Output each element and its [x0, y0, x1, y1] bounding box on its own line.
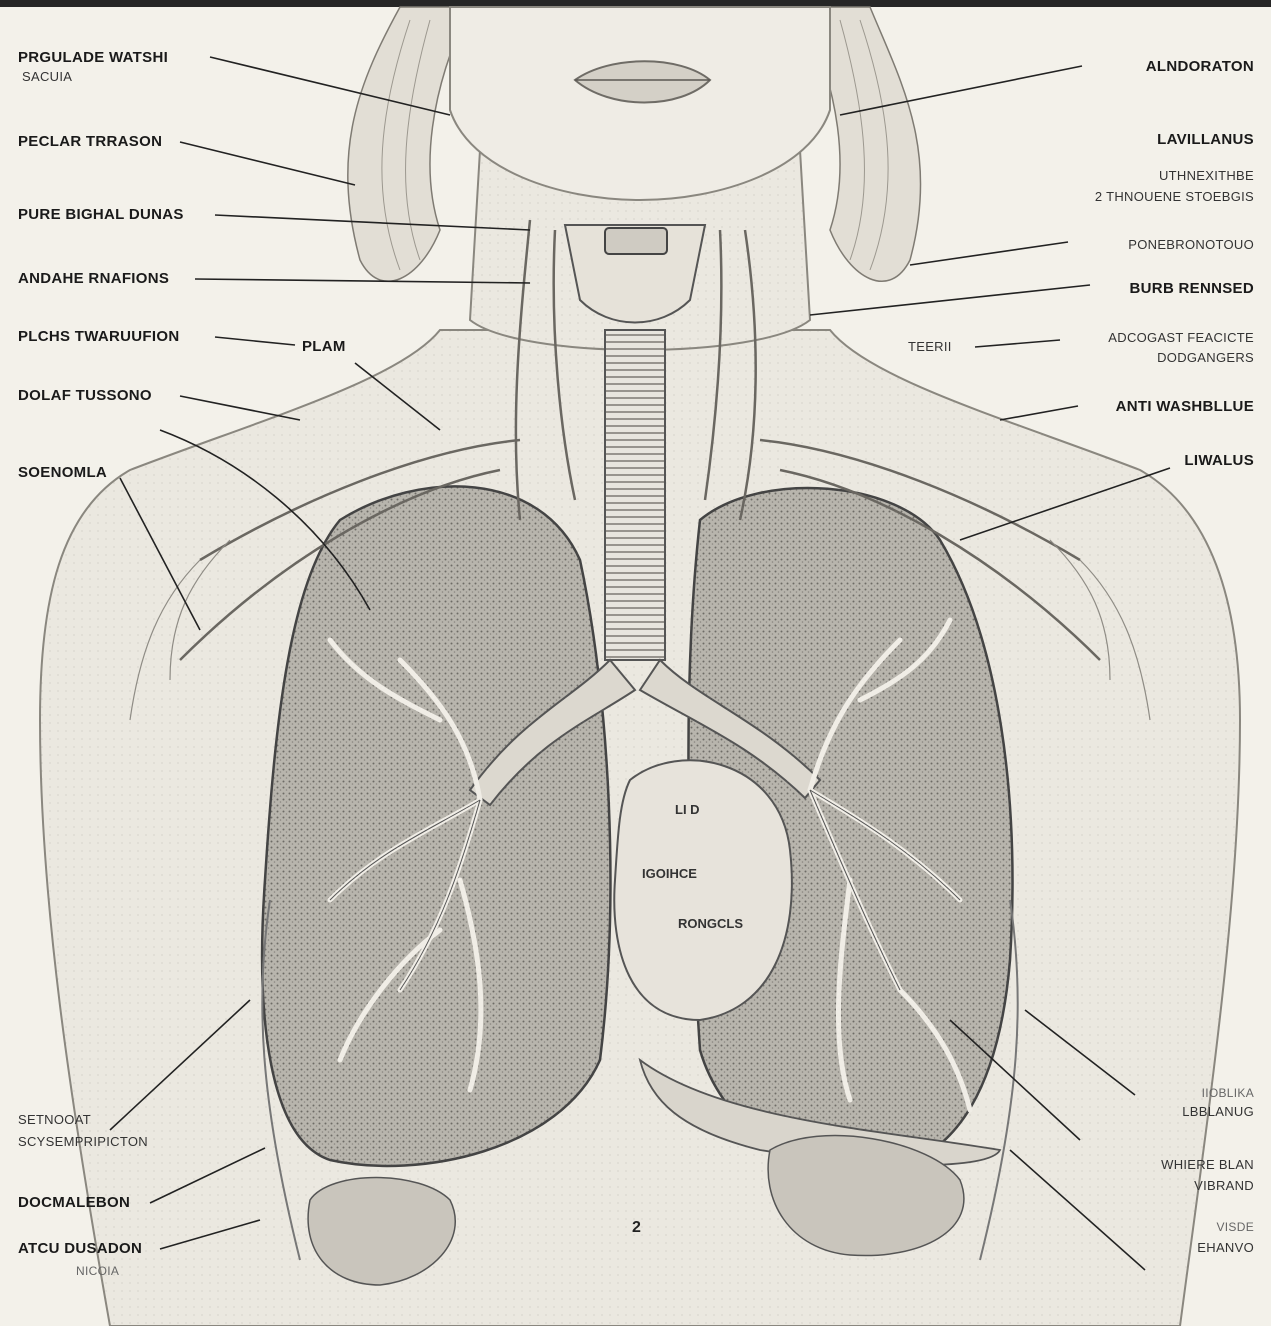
- label-visde: VISDE: [1216, 1220, 1254, 1234]
- label-prgulade-watshi: PRGULADE WATSHI: [18, 49, 168, 67]
- label-plam: PLAM: [302, 338, 346, 356]
- heart: [614, 760, 792, 1020]
- heart-label-li-d: LI D: [675, 802, 700, 817]
- label-uthnexithbe: UTHNEXITHBE: [1159, 168, 1254, 184]
- heart-label-igoihce: IGOIHCE: [642, 866, 697, 881]
- label-teerii: TEERII: [908, 339, 952, 355]
- page-number: 2: [632, 1219, 641, 1237]
- label-anti-washbllue: ANTI WASHBLLUE: [1116, 398, 1254, 416]
- label-ehanvo: EHANVO: [1197, 1240, 1254, 1256]
- label-dodgangers: DODGANGERS: [1157, 350, 1254, 366]
- label-peclar-trrason: PECLAR TRRASON: [18, 133, 162, 151]
- label-ponebronotouo: PONEBRONOTOUO: [1128, 237, 1254, 253]
- label-soenomla: SOENOMLA: [18, 464, 107, 482]
- label-lavillanus: LAVILLANUS: [1157, 131, 1254, 149]
- label-alndoraton: ALNDORATON: [1146, 58, 1254, 76]
- label-andahe-rnafions: ANDAHE RNAFIONS: [18, 270, 169, 288]
- label-nicoia: NICOIA: [76, 1264, 119, 1278]
- label-liwalus: LIWALUS: [1184, 452, 1254, 470]
- label-scysempripicton: SCYSEMPRIPICTON: [18, 1134, 148, 1150]
- label-pure-bighal-dunas: PURE BIGHAL DUNAS: [18, 206, 184, 224]
- face: [450, 7, 830, 200]
- label-vibrand: VIBRAND: [1194, 1178, 1254, 1194]
- label-burb-rennsed: BURB RENNSED: [1130, 280, 1254, 298]
- label-sacuia: SACUIA: [22, 69, 72, 85]
- trachea: [605, 330, 665, 660]
- label-docmalebon: DOCMALEBON: [18, 1194, 130, 1212]
- label-2-thnouene-stoebgis: 2 THNOUENE STOEBGIS: [1095, 189, 1254, 205]
- label-plchs-twaruufion: PLCHS TWARUUFION: [18, 328, 179, 346]
- label-setnooat: SETNOOAT: [18, 1112, 91, 1128]
- label-whiere-blan: WHIERE BLAN: [1161, 1157, 1254, 1173]
- label-atcu-dusadon: ATCU DUSADON: [18, 1240, 142, 1258]
- label-adcogast-feacicte: ADCOGAST FEACICTE: [1108, 330, 1254, 346]
- heart-label-rongcls: RONGCLS: [678, 916, 743, 931]
- label-iioblika: IIOBLIKA: [1202, 1086, 1254, 1100]
- label-lbblanug: LBBLANUG: [1182, 1104, 1254, 1120]
- label-dolaf-tussono: DOLAF TUSSONO: [18, 387, 152, 405]
